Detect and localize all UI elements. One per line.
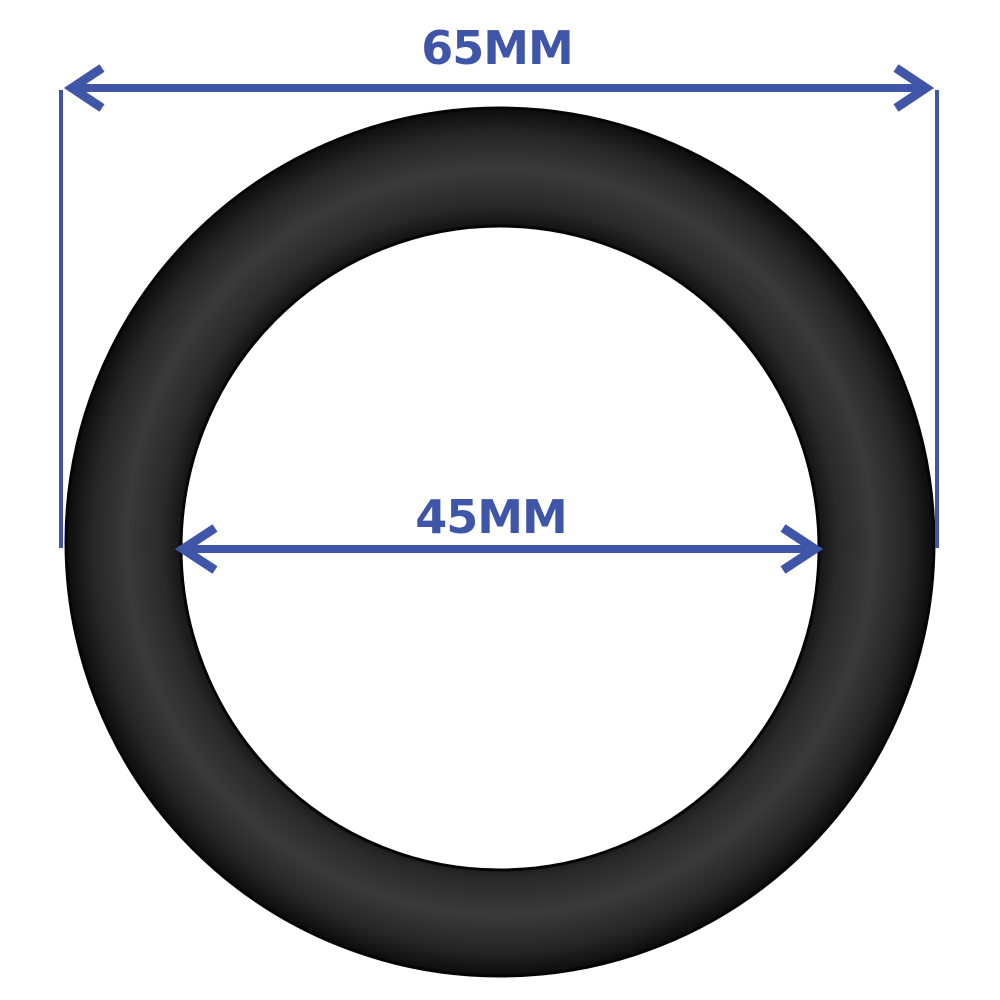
- inner-arrow-left-icon: [174, 524, 218, 574]
- outer-dimension-label: 65MM: [421, 21, 573, 75]
- inner-dimension: 45MM: [174, 490, 824, 574]
- inner-arrow-right-icon: [780, 524, 824, 574]
- outer-arrow-right-icon: [893, 64, 935, 112]
- outer-arrow-left-icon: [63, 64, 105, 112]
- inner-dimension-label: 45MM: [415, 490, 567, 544]
- outer-dimension: 65MM: [59, 21, 939, 548]
